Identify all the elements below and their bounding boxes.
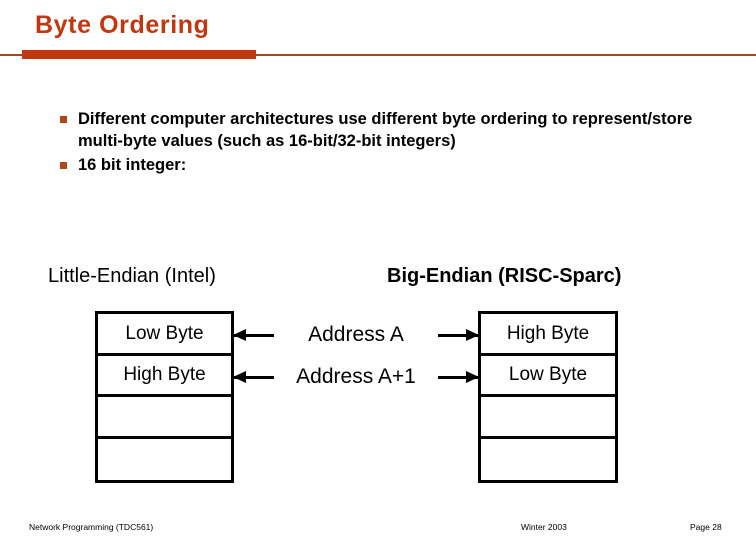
page-title: Byte Ordering xyxy=(35,11,210,39)
memory-cell: High Byte xyxy=(481,314,615,356)
address-row: Address A xyxy=(233,314,479,356)
bullet-list: Different computer architectures use dif… xyxy=(56,108,716,178)
footer-course: Network Programming (TDC561) xyxy=(29,522,154,532)
list-item-label: Different computer architectures use dif… xyxy=(78,110,693,150)
memory-cell xyxy=(481,439,615,481)
arrow-right-icon xyxy=(438,370,479,383)
memory-cell: Low Byte xyxy=(98,314,231,356)
address-label: Address A xyxy=(308,323,404,346)
title-divider-accent xyxy=(22,50,256,59)
arrow-right-icon xyxy=(438,328,479,341)
address-label: Address A+1 xyxy=(296,365,416,388)
footer-term: Winter 2003 xyxy=(521,522,567,532)
list-item: 16 bit integer: xyxy=(56,154,716,176)
big-endian-memory-table: High Byte Low Byte xyxy=(478,311,618,483)
memory-cell: High Byte xyxy=(98,356,231,397)
memory-cell xyxy=(481,397,615,439)
title-divider-thin xyxy=(0,54,756,56)
memory-cell xyxy=(98,397,231,439)
footer-page-number: Page 28 xyxy=(690,522,722,532)
little-endian-memory-table: Low Byte High Byte xyxy=(95,311,234,483)
big-endian-caption: Big-Endian (RISC-Sparc) xyxy=(387,265,622,287)
list-item: Different computer architectures use dif… xyxy=(56,108,716,152)
memory-cell xyxy=(98,439,231,481)
arrow-left-icon xyxy=(233,370,274,383)
square-bullet-icon xyxy=(60,162,67,169)
arrow-left-icon xyxy=(233,328,274,341)
address-row: Address A+1 xyxy=(233,356,479,398)
list-item-label: 16 bit integer: xyxy=(78,156,187,174)
memory-cell: Low Byte xyxy=(481,356,615,397)
square-bullet-icon xyxy=(60,116,67,123)
little-endian-caption: Little-Endian (Intel) xyxy=(48,265,216,287)
